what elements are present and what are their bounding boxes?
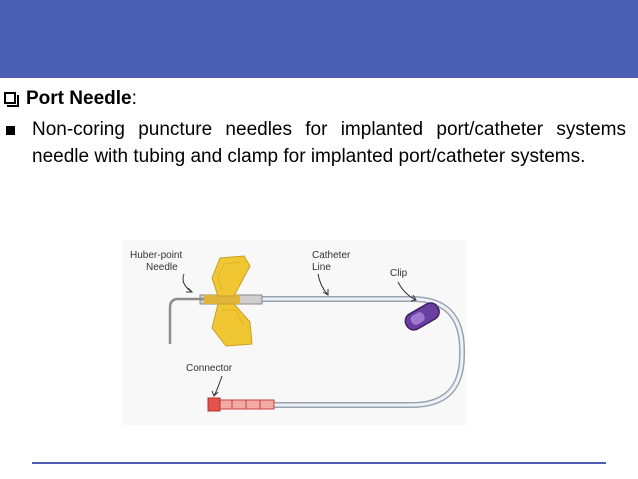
label-catheter-line1: Catheter [312, 250, 351, 261]
wing-top [211, 255, 251, 297]
heading: Port Needle : [4, 86, 137, 112]
label-clip: Clip [390, 268, 408, 279]
wing-bottom [211, 303, 253, 347]
square-bullet-icon [6, 126, 15, 135]
label-huber-line2: Needle [146, 262, 178, 273]
clip [404, 302, 440, 331]
bullet-text: Non-coring puncture needles for implante… [32, 119, 626, 167]
heading-title: Port Needle [26, 88, 132, 109]
label-catheter-line2: Line [312, 262, 331, 273]
footer-rule [32, 462, 606, 464]
port-needle-diagram: Huber-point Needle Catheter Line Clip Co… [122, 240, 466, 425]
connector [207, 397, 275, 412]
heading-colon: : [131, 88, 137, 109]
label-connector: Connector [186, 363, 233, 374]
label-huber-line1: Huber-point [130, 250, 182, 261]
huber-needle [168, 297, 204, 344]
checkbox-bullet-icon [4, 91, 20, 107]
header-bar [0, 0, 638, 78]
